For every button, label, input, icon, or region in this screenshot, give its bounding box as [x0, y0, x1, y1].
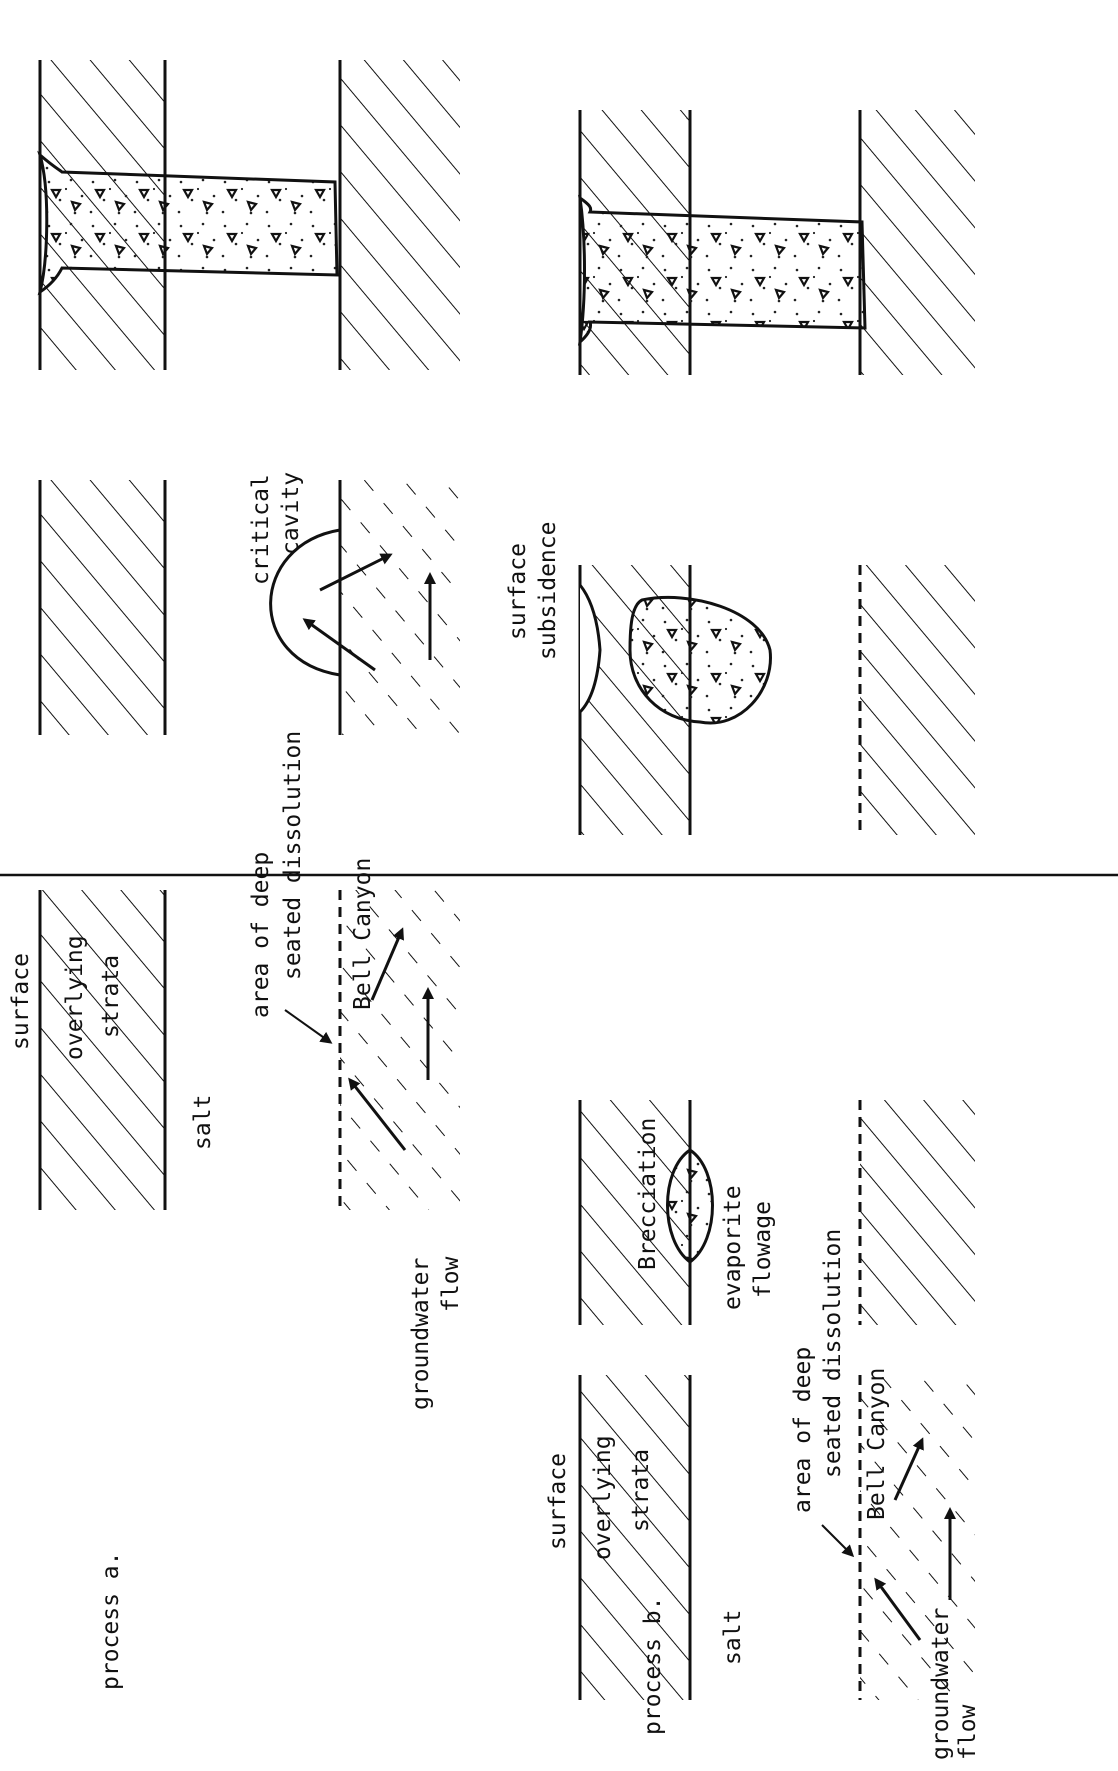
groundwater-label: groundwater	[928, 1608, 954, 1760]
bell-canyon-layer	[340, 60, 460, 370]
critical-label: critical	[248, 474, 274, 585]
process-b-stage-4	[580, 110, 975, 375]
process-a-stage-1: surface overlying strata salt area of de…	[8, 731, 464, 1410]
bell-canyon-layer	[860, 1100, 975, 1325]
evaporite-label: evaporite	[720, 1185, 746, 1310]
process-b-stage-2: Brecciation evaporite flowage	[580, 1100, 975, 1325]
overlying-label: overlying	[62, 935, 88, 1060]
flow-label: flow	[438, 1256, 464, 1312]
cavity-label: cavity	[278, 472, 304, 555]
salt-label: salt	[190, 1095, 216, 1150]
surface-label: surface	[545, 1453, 571, 1550]
surface-label: surface	[8, 953, 34, 1050]
bell-canyon-label: Bell Canyon	[864, 1368, 890, 1520]
subsidence-label: subsidence	[535, 522, 561, 660]
strata-label: strata	[628, 1449, 654, 1532]
salt-label: salt	[720, 1610, 746, 1665]
process-b-stage-3: surface subsidence	[505, 522, 975, 835]
breccia-pipe	[580, 198, 865, 342]
bell-canyon-label: Bell Canyon	[350, 858, 376, 1010]
groundwater-label: groundwater	[408, 1258, 434, 1410]
overlying-strata-layer	[40, 480, 165, 735]
process-a-label: process a.	[98, 1552, 124, 1690]
surface-label: surface	[505, 543, 531, 640]
area-deep-label: area of deep	[790, 1347, 816, 1513]
process-a-stage-2: critical cavity	[40, 472, 460, 735]
bell-canyon-layer	[340, 480, 460, 735]
seated-dissolution-label: seated dissolution	[820, 1229, 846, 1478]
flow-label: flow	[955, 1704, 981, 1760]
dissolution-pointer	[285, 1010, 330, 1042]
brecciation-label: Brecciation	[635, 1118, 661, 1270]
flowage-label: flowage	[750, 1201, 776, 1298]
overlying-label: overlying	[590, 1435, 616, 1560]
bell-canyon-layer	[860, 565, 975, 835]
bell-canyon-layer	[860, 110, 975, 375]
dissolution-pointer	[822, 1525, 852, 1555]
process-a-stage-3	[40, 60, 460, 370]
strata-label: strata	[98, 955, 124, 1038]
overlying-strata-layer	[40, 890, 165, 1210]
process-b: process b. surface overlying strata salt…	[505, 110, 981, 1760]
seated-dissolution-label: seated dissolution	[280, 731, 306, 980]
area-deep-label: area of deep	[248, 852, 274, 1018]
